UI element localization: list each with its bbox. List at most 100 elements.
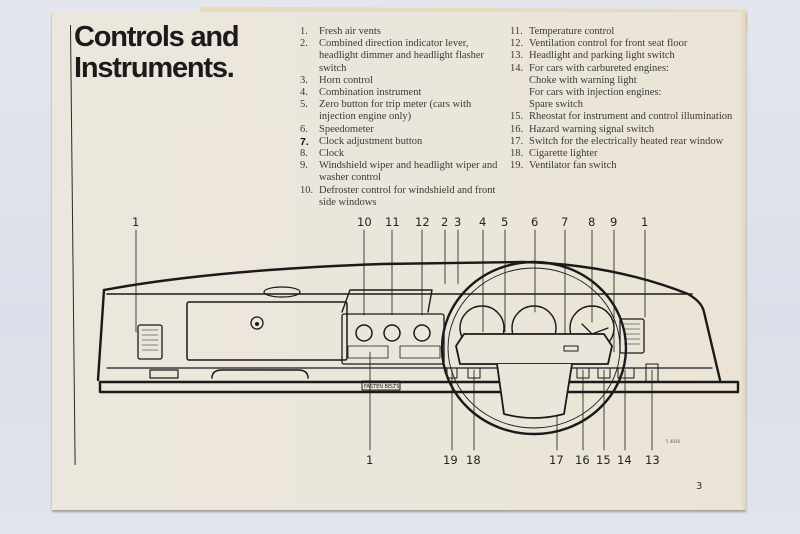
callout-label: 14 (617, 453, 632, 467)
legend-item: 11. Temperature control (510, 26, 740, 38)
legend-item-number: 4. (300, 87, 308, 99)
callout-label: 18 (466, 453, 481, 467)
legend-item: 1.Fresh air vents (300, 26, 500, 38)
legend-item-number: 13. (510, 50, 524, 62)
legend-item: 3. Horn control (300, 75, 500, 87)
legend-item-number: 6. (300, 123, 308, 135)
bottom-callout-labels: 1 19 18 17 16 15 14 13 (366, 453, 660, 467)
legend-item: 14. For cars with carbureted engines:Chok… (510, 63, 740, 112)
page-number: 3 (696, 481, 703, 492)
legend-item: 7. Clock adjustment button (300, 136, 500, 148)
legend-item-number: 14. (510, 62, 524, 74)
callout-label: 11 (385, 215, 400, 229)
callout-label: 1 (132, 215, 139, 229)
legend-item-number: 3. (300, 74, 308, 86)
legend-item-text: Ventilation control for front seat floor (529, 38, 688, 50)
legend-item-text: Clock (319, 148, 345, 160)
figure-reference: 5 4030 (666, 439, 680, 444)
callout-label: 9 (610, 215, 617, 229)
legend-item: 12.Ventilation control for front seat fl… (510, 38, 740, 50)
legend-item-number: 10. (300, 184, 314, 196)
legend-item-subtext: Spare switch (529, 99, 583, 111)
left-air-vent (137, 324, 163, 360)
legend-item-number: 1. (300, 26, 308, 37)
title-line-2: Instruments. (74, 52, 235, 84)
steering-hub (455, 333, 613, 365)
legend-item-text: Cigarette lighter (529, 148, 598, 160)
legend-item: 5. Zero button for trip meter (cars with … (300, 99, 500, 123)
legend-item: 2. Combined direction indicator lever, he… (300, 38, 500, 75)
dash-lower-rail (98, 380, 740, 394)
legend-item: 17.Switch for the electrically heated re… (510, 136, 740, 148)
title-line-1: Controls and (74, 21, 240, 53)
legend-item: 6. Speedometer (300, 124, 500, 136)
legend-item: 9. Windshield wiper and headlight wiper a… (300, 160, 500, 184)
legend-item-number: 16. (510, 123, 524, 135)
steering-wheel (440, 260, 628, 436)
callout-label: 6 (531, 215, 538, 229)
legend-item-number: 7. (300, 135, 309, 148)
legend-item-text: Rheostat for instrument and control illu… (529, 111, 733, 123)
legend-item-number: 5. (300, 99, 308, 111)
legend-item-text: Windshield wiper and headlight wiper and… (319, 160, 498, 184)
callout-label: 5 (501, 215, 508, 229)
legend-item: 15. Rheostat for instrument and control i… (510, 111, 740, 123)
callout-label: 1 (366, 453, 373, 467)
callout-label: 19 (443, 453, 458, 467)
legend-item-text: Clock adjustment button (319, 135, 423, 147)
top-callout-labels: 1 10 11 12 2 3 4 5 6 7 8 9 1 (132, 215, 648, 229)
legend-item-number: 18. (510, 148, 524, 160)
callout-label: 17 (549, 453, 564, 467)
legend-item-text: Speedometer (319, 123, 374, 135)
legend-item-number: 15. (510, 111, 524, 123)
legend-item-number: 9. (300, 160, 308, 172)
manual-page: Controls and Instruments. 1.Fresh air ve… (52, 12, 746, 510)
legend-item-number: 19. (510, 160, 524, 172)
right-air-vent (619, 318, 645, 354)
legend-item-text: Headlight and parking light switch (529, 50, 675, 62)
temperature-knob (383, 324, 401, 342)
callout-label: 16 (575, 453, 590, 467)
callout-label: 15 (596, 453, 611, 467)
callout-label: 12 (415, 215, 430, 229)
page-title: Controls and Instruments. (74, 21, 240, 84)
legend-item: 8. Clock (300, 148, 500, 160)
legend-item-text: Temperature control (529, 26, 615, 37)
legend-item: 10.Defroster control for windshield and … (300, 185, 500, 209)
legend-item-number: 2. (300, 38, 308, 50)
legend-item: 16. Hazard warning signal switch (510, 124, 740, 136)
legend-item-number: 17. (510, 135, 524, 147)
dashboard-diagram: 1 10 11 12 2 3 4 5 6 7 8 9 1 1 19 18 17 … (96, 215, 740, 467)
callout-label: 8 (588, 215, 595, 229)
callout-label: 10 (357, 215, 372, 229)
legend-item-text: Horn control (319, 74, 373, 86)
fasten-belts-placard (361, 380, 401, 391)
callout-label: 1 (641, 215, 648, 229)
legend-item-number: 11. (510, 26, 523, 37)
legend-item-text: Zero button for trip meter (cars with in… (319, 99, 472, 123)
grab-handle (211, 369, 309, 379)
legend-item-subtext: Choke with warning light (529, 74, 637, 86)
legend-item-text: Combination instrument (319, 87, 422, 99)
legend-item-text: Ventilator fan switch (529, 160, 617, 172)
glovebox (186, 301, 348, 361)
legend-item: 19. Ventilator fan switch (510, 160, 740, 172)
callout-label: 13 (645, 453, 660, 467)
legend-item: 13. Headlight and parking light switch (510, 50, 740, 62)
fasten-belts-text: FASTEN BELTS (364, 384, 399, 390)
callout-label: 7 (561, 215, 568, 229)
legend-item-text: For cars with carbureted engines:Choke w… (529, 63, 740, 112)
legend-item-text: Combined direction indicator lever, head… (319, 38, 485, 74)
legend-item-text: Hazard warning signal switch (529, 123, 655, 135)
legend-item-number: 8. (300, 148, 308, 160)
legend-item: 4. Combination instrument (300, 87, 500, 99)
dashboard-body (96, 260, 722, 382)
legend-item: 18. Cigarette lighter (510, 148, 740, 160)
legend-item-subtext: For cars with injection engines: (529, 87, 662, 99)
glovebox-lock-icon (250, 316, 264, 330)
defroster-knob (355, 324, 373, 342)
callout-label: 4 (479, 215, 486, 229)
callout-label: 2 (441, 215, 448, 229)
